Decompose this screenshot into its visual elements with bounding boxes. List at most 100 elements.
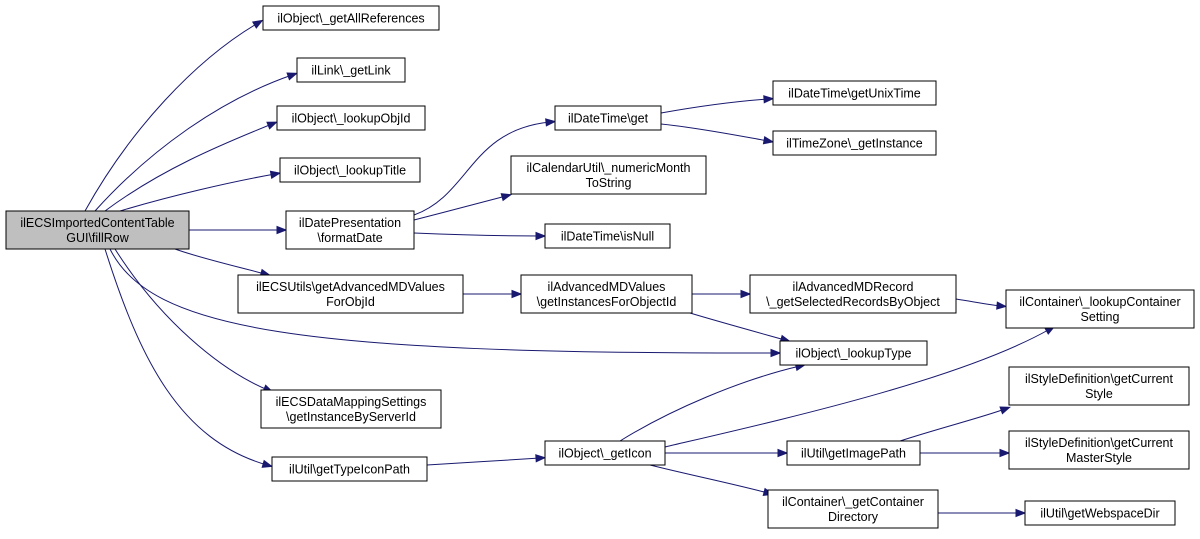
arrowhead-icon	[770, 348, 782, 358]
arrowhead-icon	[511, 289, 523, 299]
node-label: ilObject\_getIcon	[558, 447, 651, 461]
arrowhead-icon	[535, 454, 547, 463]
arrowhead-icon	[777, 448, 789, 458]
edge-advMDValues-to-advMDRecord	[692, 289, 752, 299]
edge-root-to-getAllReferences	[84, 19, 264, 212]
arrowhead-icon	[1015, 508, 1027, 518]
node-box	[544, 440, 666, 466]
node-label: ilUtil\getTypeIconPath	[289, 463, 410, 477]
edge-line	[649, 464, 769, 494]
node-lookupType[interactable]: ilObject\_lookupType	[779, 340, 928, 366]
arrowhead-icon	[269, 170, 282, 179]
node-box	[271, 456, 428, 482]
node-box	[749, 274, 957, 314]
node-box	[262, 5, 440, 31]
edge-line	[619, 365, 801, 442]
node-label: ilObject\_lookupTitle	[294, 164, 406, 178]
node-getLink[interactable]: ilLink\_getLink	[296, 57, 406, 83]
edge-advMDRecord-to-lookupContainerSetting	[955, 298, 1008, 310]
node-advMDRecord[interactable]: ilAdvancedMDRecord\_getSelectedRecordsBy…	[749, 274, 957, 314]
node-getImagePath[interactable]: ilUtil\getImagePath	[786, 440, 921, 466]
node-getWebspaceDir[interactable]: ilUtil\getWebspaceDir	[1024, 500, 1176, 526]
edges	[84, 19, 1056, 518]
node-box	[5, 210, 190, 250]
node-box	[786, 440, 921, 466]
node-label: Directory	[828, 510, 879, 524]
node-label: ilContainer\_lookupContainer	[1019, 295, 1180, 309]
edge-line	[94, 74, 293, 212]
node-label: MasterStyle	[1066, 451, 1132, 465]
arrowhead-icon	[266, 121, 278, 130]
arrowhead-icon	[251, 19, 264, 29]
node-label: ilDateTime\isNull	[561, 230, 654, 244]
edge-getImagePath-to-getCurrentStyle	[899, 406, 1012, 442]
arrowhead-icon	[762, 136, 775, 145]
edge-line	[119, 173, 276, 212]
node-label: ilStyleDefinition\getCurrent	[1025, 436, 1174, 450]
node-formatDate[interactable]: ilDatePresentation\formatDate	[285, 210, 415, 250]
node-box	[544, 223, 671, 249]
node-label: ilTimeZone\_getInstance	[786, 137, 922, 151]
node-isNull[interactable]: ilDateTime\isNull	[544, 223, 671, 249]
edge-formatDate-to-dateTimeGet	[413, 118, 557, 216]
node-box	[772, 80, 937, 106]
node-box	[1008, 366, 1190, 406]
edge-root-to-formatDate	[189, 225, 288, 235]
node-advMDValues[interactable]: ilAdvancedMDValues\getInstancesForObject…	[520, 274, 693, 314]
node-label: ilObject\_getAllReferences	[277, 12, 424, 26]
node-getAllReferences[interactable]: ilObject\_getAllReferences	[262, 5, 440, 31]
node-box	[767, 489, 939, 529]
arrowhead-icon	[535, 231, 547, 241]
node-box	[260, 389, 442, 429]
edge-line	[84, 22, 259, 212]
arrowhead-icon	[999, 406, 1012, 415]
edge-line	[899, 408, 1006, 442]
node-label: ilLink\_getLink	[311, 64, 391, 78]
node-box	[1008, 430, 1190, 470]
node-label: Style	[1085, 387, 1113, 401]
node-getIcon[interactable]: ilObject\_getIcon	[544, 440, 666, 466]
node-label: ilUtil\getImagePath	[801, 447, 906, 461]
node-lookupObjId[interactable]: ilObject\_lookupObjId	[276, 105, 426, 131]
node-dateTimeGet[interactable]: ilDateTime\get	[554, 105, 662, 131]
edge-root-to-getTypeIconPath	[104, 248, 274, 468]
edge-getIcon-to-getContainerDirectory	[649, 464, 775, 496]
edge-getIcon-to-getImagePath	[665, 448, 789, 458]
edge-root-to-lookupTitle	[119, 170, 282, 212]
node-box	[1024, 500, 1176, 526]
node-label: ilObject\_lookupType	[795, 347, 911, 361]
edge-line	[104, 123, 273, 212]
node-box	[520, 274, 693, 314]
node-box	[279, 157, 421, 183]
edge-line	[413, 121, 551, 216]
node-tzGetInstance[interactable]: ilTimeZone\_getInstance	[772, 130, 937, 156]
edge-line	[174, 248, 266, 275]
edge-line	[413, 232, 541, 237]
node-label: ilContainer\_getContainer	[782, 495, 924, 509]
node-label: ilDateTime\getUnixTime	[788, 87, 920, 101]
edge-getContainerDirectory-to-getWebspaceDir	[938, 508, 1027, 518]
edge-root-to-ecsUtils	[174, 248, 272, 277]
edge-line	[114, 248, 269, 391]
edge-line	[955, 298, 1002, 307]
node-dataMapping[interactable]: ilECSDataMappingSettings\getInstanceBySe…	[260, 389, 442, 429]
node-lookupTitle[interactable]: ilObject\_lookupTitle	[279, 157, 421, 183]
edge-dateTimeGet-to-getUnixTime	[660, 95, 775, 114]
node-box	[1005, 289, 1195, 329]
edge-root-to-getLink	[94, 72, 299, 212]
edge-line	[426, 457, 541, 466]
node-getTypeIconPath[interactable]: ilUtil\getTypeIconPath	[271, 456, 428, 482]
node-box	[276, 105, 426, 131]
arrowhead-icon	[545, 118, 557, 127]
node-label: Setting	[1081, 310, 1120, 324]
node-getUnixTime[interactable]: ilDateTime\getUnixTime	[772, 80, 937, 106]
edge-getImagePath-to-getCurrentMasterStyle	[920, 448, 1011, 458]
